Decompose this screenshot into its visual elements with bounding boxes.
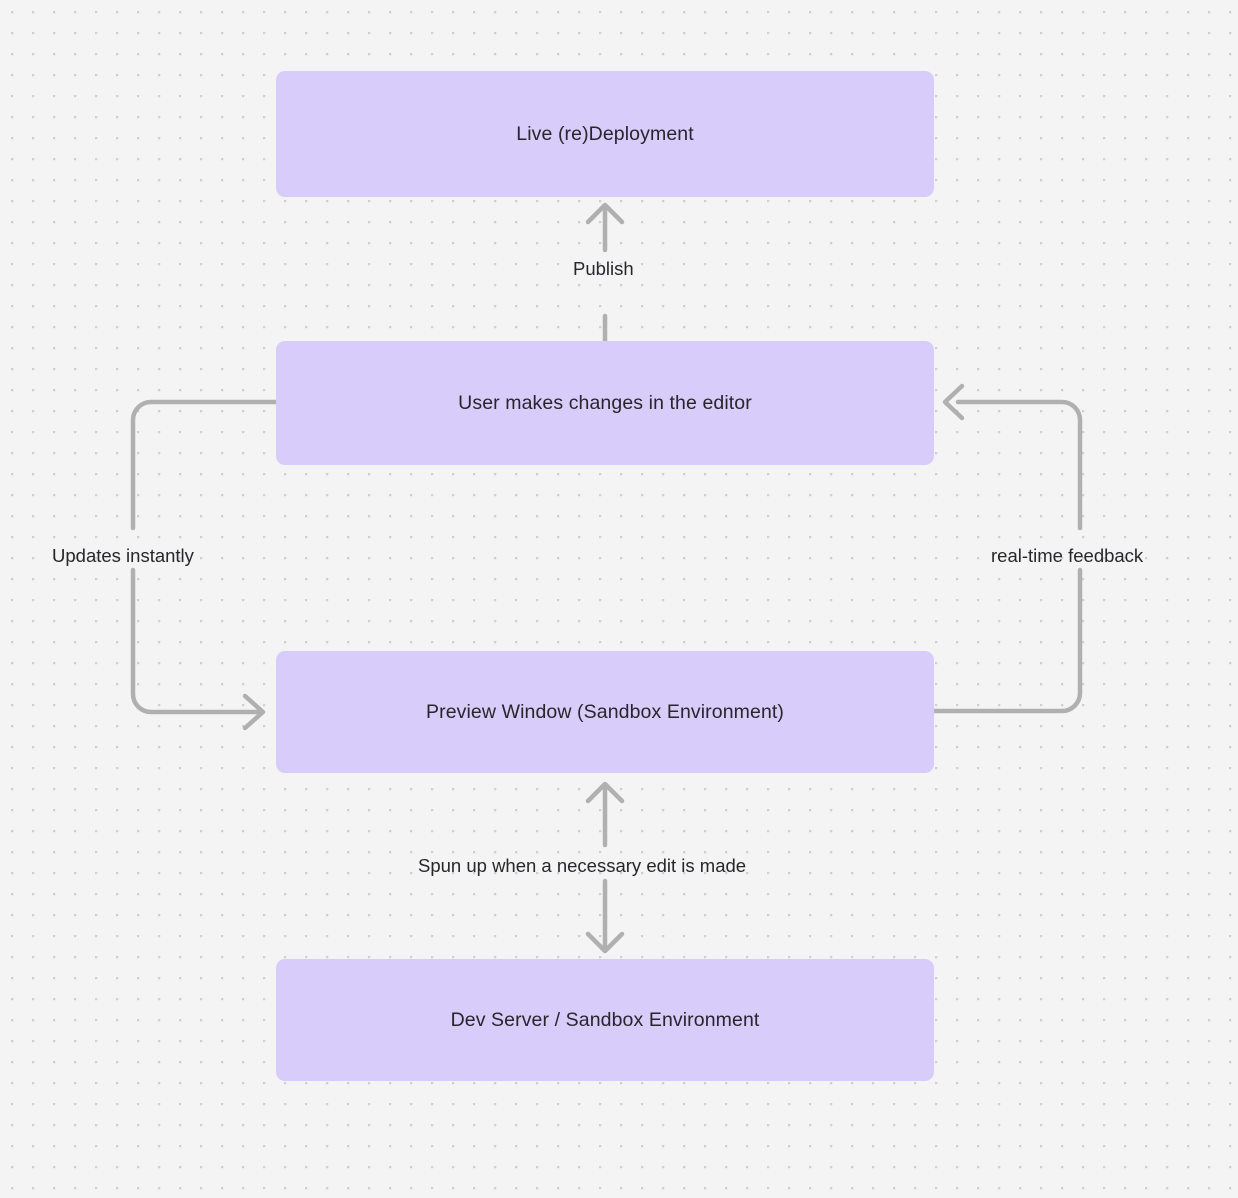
arrowhead-right-updates xyxy=(242,693,266,731)
node-live-redeployment-label: Live (re)Deployment xyxy=(516,122,694,145)
node-dev-server-label: Dev Server / Sandbox Environment xyxy=(450,1008,760,1031)
edge-label-real-time-feedback: real-time feedback xyxy=(991,545,1144,566)
arrowhead-up-publish xyxy=(585,202,625,225)
arrowhead-up-spunup xyxy=(585,781,625,804)
arrowhead-left-feedback xyxy=(942,383,965,421)
node-user-makes-changes-label: User makes changes in the editor xyxy=(458,391,752,414)
edge-label-updates-instantly: Updates instantly xyxy=(52,545,194,566)
node-user-makes-changes[interactable]: User makes changes in the editor xyxy=(276,341,934,465)
node-live-redeployment[interactable]: Live (re)Deployment xyxy=(276,71,934,197)
edge-label-spun-up: Spun up when a necessary edit is made xyxy=(418,855,747,876)
edge-label-publish: Publish xyxy=(573,258,634,279)
node-dev-server[interactable]: Dev Server / Sandbox Environment xyxy=(276,959,934,1081)
node-preview-window[interactable]: Preview Window (Sandbox Environment) xyxy=(276,651,934,773)
node-preview-window-label: Preview Window (Sandbox Environment) xyxy=(426,700,784,723)
arrowhead-down-spunup xyxy=(585,931,625,954)
